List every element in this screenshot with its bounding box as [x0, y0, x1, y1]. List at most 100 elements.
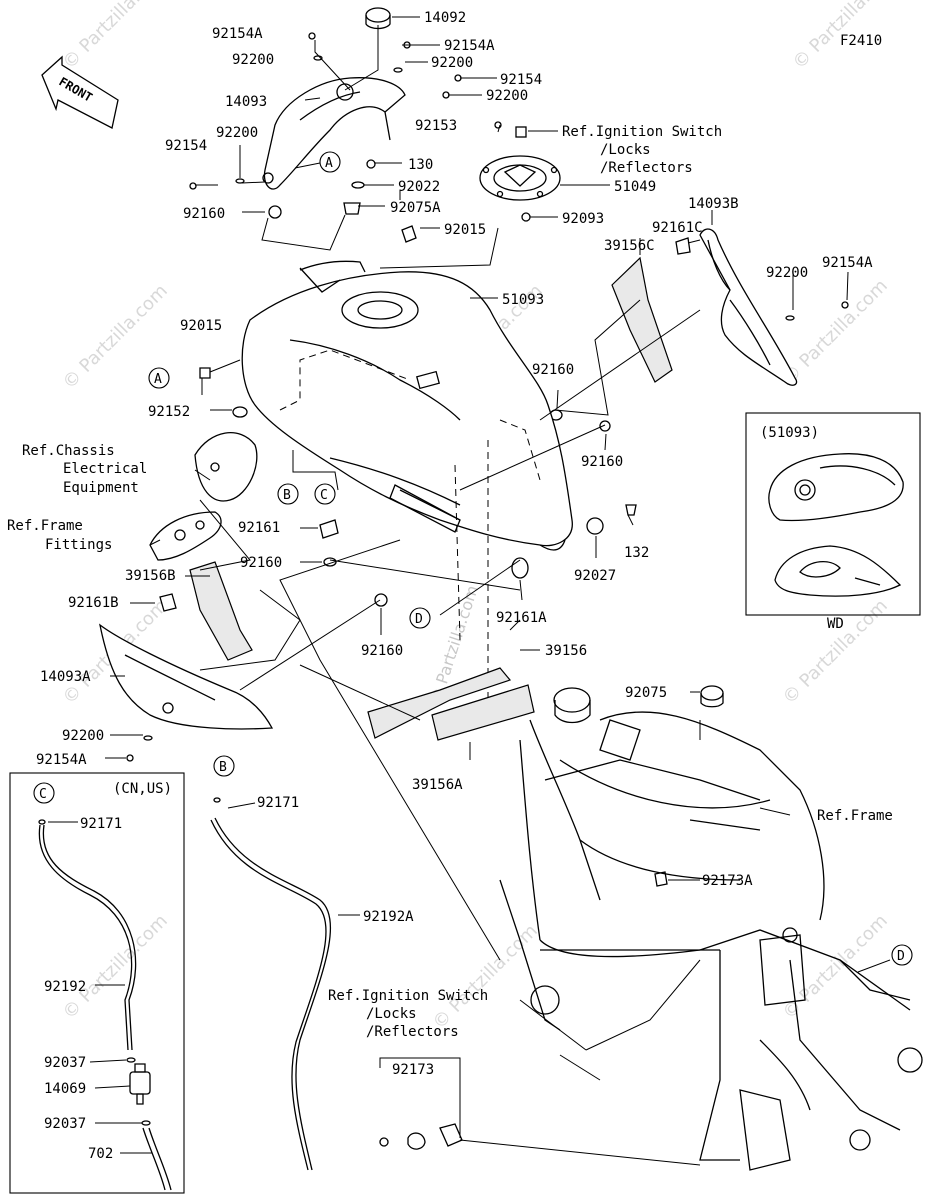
part-number-labels: 14092 92154A 92154A 92200 92200 14093 92… [36, 10, 873, 1162]
part-label: 92154A [822, 255, 873, 271]
svg-text:C: C [39, 787, 47, 802]
part-label: 92153 [415, 118, 457, 134]
pad-39156B [189, 561, 253, 661]
watermark: © Partzilla.com [779, 275, 892, 388]
pad-39156C [611, 256, 673, 383]
ignition-lock-92173 [379, 1123, 463, 1150]
part-label: 92192A [363, 909, 414, 925]
callout-d-frame: D [891, 944, 913, 966]
svg-text:D: D [897, 949, 905, 964]
part-label: 92093 [562, 211, 604, 227]
svg-text:Ref.Chassis: Ref.Chassis [22, 443, 115, 459]
part-label: 14093B [688, 196, 739, 212]
part-label: 92160 [361, 643, 403, 659]
ref-chassis-electrical: Ref.Chassis Electrical Equipment [22, 443, 147, 496]
wd-box-title: (51093) [760, 425, 819, 441]
part-label: 130 [408, 157, 433, 173]
part-label: 92171 [80, 816, 122, 832]
fuel-filter-14069 [38, 797, 221, 1126]
svg-text:Ref.Ignition Switch: Ref.Ignition Switch [562, 124, 722, 140]
part-label: 92154A [36, 752, 87, 768]
part-label: 92160 [240, 555, 282, 571]
part-label: 92015 [444, 222, 486, 238]
chassis-electrical-bracket [194, 432, 258, 502]
cn-us-box-title: (CN,US) [113, 781, 172, 797]
ref-ignition-switch-bottom: Ref.Ignition Switch /Locks /Reflectors [328, 988, 488, 1040]
side-cover-14093B [699, 228, 798, 386]
watermark: © Partzilla.com [779, 595, 892, 708]
part-label: 92161B [68, 595, 119, 611]
svg-text:Ref.Frame: Ref.Frame [7, 518, 83, 534]
ref-frame-fittings: Ref.Frame Fittings [7, 518, 112, 553]
svg-text:B: B [219, 760, 227, 775]
callout-b-hose: B [213, 755, 235, 777]
part-label: 39156C [604, 238, 655, 254]
part-label: 92192 [44, 979, 86, 995]
svg-text:Equipment: Equipment [63, 480, 139, 496]
watermark: © Partzilla.com [59, 910, 172, 1023]
ref-ignition-switch-top: Ref.Ignition Switch /Locks /Reflectors [562, 124, 722, 176]
part-label: 92171 [257, 795, 299, 811]
part-label: 39156A [412, 777, 463, 793]
part-label: 92154 [500, 72, 542, 88]
leader-lines [48, 16, 891, 1166]
svg-text:D: D [415, 612, 423, 627]
part-label: 92200 [431, 55, 473, 71]
part-label: 92173A [702, 873, 753, 889]
part-label: 92154A [444, 38, 495, 54]
part-label: 702 [88, 1146, 113, 1162]
part-label: 92015 [180, 318, 222, 334]
part-label: 92200 [216, 125, 258, 141]
hose-702 [142, 1127, 172, 1191]
part-label: 92075 [625, 685, 667, 701]
callout-a-top: A [319, 151, 341, 173]
part-label: 92173 [392, 1062, 434, 1078]
svg-text:A: A [325, 156, 333, 171]
part-label: 92200 [232, 52, 274, 68]
part-label: 51093 [502, 292, 544, 308]
part-label: 92161 [238, 520, 280, 536]
part-label: 14069 [44, 1081, 86, 1097]
svg-text:Ref.Ignition Switch: Ref.Ignition Switch [328, 988, 488, 1004]
cap-plate-51049 [479, 155, 561, 201]
watermark: © Partzilla.com [429, 920, 542, 1033]
watermark: © Partzilla.com [59, 0, 172, 74]
part-label: 132 [624, 545, 649, 561]
part-label: 92152 [148, 404, 190, 420]
part-label: 92154A [212, 26, 263, 42]
callout-b-tank: B [277, 483, 299, 505]
wd-variant-box [745, 412, 921, 616]
frame-fitting-bracket [149, 511, 222, 561]
part-label: 39156B [125, 568, 176, 584]
wd-box-caption: WD [827, 616, 844, 632]
figure-code: F2410 [840, 33, 882, 49]
part-label: 51049 [614, 179, 656, 195]
callout-c-tank: C [314, 483, 336, 505]
part-label: 92037 [44, 1116, 86, 1132]
tank-cover-14093 [262, 77, 406, 190]
svg-text:Electrical: Electrical [63, 461, 147, 477]
part-label: 14093A [40, 669, 91, 685]
callout-d-tank: D [409, 607, 431, 629]
svg-text:C: C [320, 488, 328, 503]
hose-92192 [38, 824, 137, 1051]
part-label: 92075A [390, 200, 441, 216]
svg-text:/Reflectors: /Reflectors [600, 160, 693, 176]
svg-text:/Locks: /Locks [366, 1006, 417, 1022]
part-label: 92200 [62, 728, 104, 744]
wd-tank-variant-top [768, 453, 904, 522]
part-label: 92161A [496, 610, 547, 626]
part-label: 92027 [574, 568, 616, 584]
part-label: 92022 [398, 179, 440, 195]
callout-a-left: A [148, 367, 170, 389]
part-label: 92154 [165, 138, 207, 154]
cn-us-variant-box [9, 772, 185, 1194]
part-label: 92200 [486, 88, 528, 104]
part-label: 92161C [652, 220, 703, 236]
part-label: 92160 [183, 206, 225, 222]
part-label: 14092 [424, 10, 466, 26]
pad-39156 [367, 667, 512, 739]
side-cover-14093A [99, 623, 274, 730]
hose-92192A [210, 817, 332, 1171]
